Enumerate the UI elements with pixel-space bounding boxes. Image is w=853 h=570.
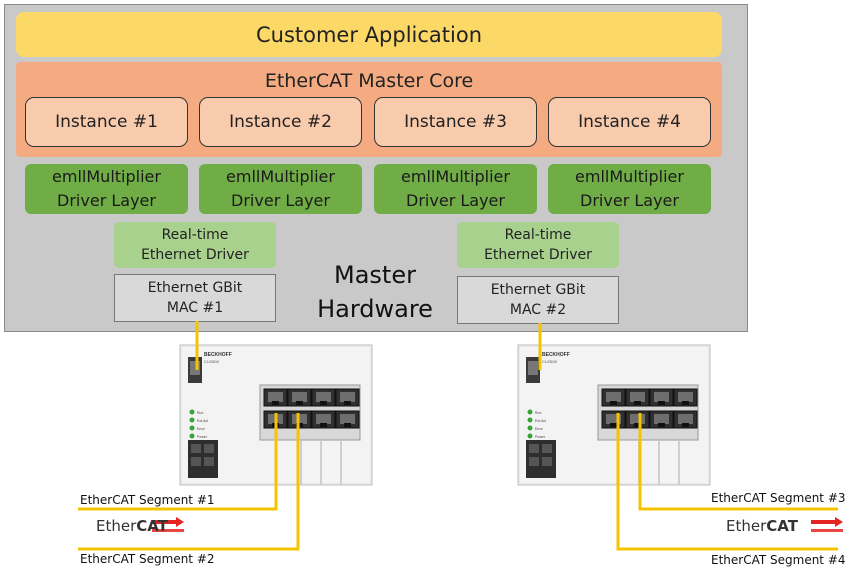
driver-layer-1-block: emllMultiplier Driver Layer xyxy=(25,164,188,214)
switch-2-led-label-ext-act: Ext.Act xyxy=(535,419,546,423)
driver-layer-4-line1: emllMultiplier xyxy=(575,167,684,186)
driver-layer-1-line1: emllMultiplier xyxy=(52,167,161,186)
driver-layer-4-line2: Driver Layer xyxy=(580,191,679,210)
switch-2-led-label-power: Power xyxy=(535,435,546,439)
mac-1-line2: MAC #1 xyxy=(166,300,224,316)
switch-1-run-led xyxy=(189,409,195,415)
mac-2-line2: MAC #2 xyxy=(509,302,567,318)
switch-1-model: CU2508 xyxy=(204,359,219,364)
realtime-driver-2-line1: Real-time xyxy=(504,227,572,243)
switch-1-ext-act-led xyxy=(189,417,195,423)
ethercat-logo-1: EtherCAT xyxy=(96,517,168,535)
realtime-driver-1-line2: Ethernet Driver xyxy=(141,247,249,263)
mac-2-block: Ethernet GBit MAC #2 xyxy=(457,276,619,324)
switch-1-led-label-power: Power xyxy=(197,435,208,439)
segment-3-label: EtherCAT Segment #3 xyxy=(711,491,846,505)
ethercat-logo-1-text: Ether xyxy=(96,517,137,535)
realtime-driver-1-line1: Real-time xyxy=(161,227,229,243)
segment-1-label: EtherCAT Segment #1 xyxy=(80,493,215,507)
driver-layer-3-line1: emllMultiplier xyxy=(401,167,510,186)
segment-2-label: EtherCAT Segment #2 xyxy=(80,552,215,566)
switch-2-power-led xyxy=(527,433,533,439)
realtime-driver-2-block: Real-time Ethernet Driver xyxy=(457,222,619,268)
switch-2-led-label-run: Run xyxy=(535,411,541,415)
mac-1-block: Ethernet GBit MAC #1 xyxy=(114,274,276,322)
switch-1-led-label-ext-act: Ext.Act xyxy=(197,419,208,423)
segment-2-cable xyxy=(78,413,300,551)
ethercat-switch-2 xyxy=(518,345,710,485)
master-core-title: EtherCAT Master Core xyxy=(264,70,474,92)
switch-2-error-led xyxy=(527,425,533,431)
switch-1-brand: BECKHOFF xyxy=(204,352,232,358)
driver-layer-2-line1: emllMultiplier xyxy=(226,167,335,186)
switch-2-brand: BECKHOFF xyxy=(542,352,570,358)
master-hardware-line2: Hardware xyxy=(317,295,433,323)
driver-layer-2-line2: Driver Layer xyxy=(231,191,330,210)
instance-3-block: Instance #3 xyxy=(374,97,537,147)
switch-2-status-leds: Run Ext.Act Error Power xyxy=(527,409,546,439)
driver-layer-1-line2: Driver Layer xyxy=(57,191,156,210)
driver-layer-3-line2: Driver Layer xyxy=(406,191,505,210)
realtime-driver-1-block: Real-time Ethernet Driver xyxy=(114,222,276,268)
driver-layer-2-block: emllMultiplier Driver Layer xyxy=(199,164,362,214)
switch-2-led-label-error: Error xyxy=(535,427,544,431)
switch-2-model: CU2508 xyxy=(542,359,557,364)
segment-4-label: EtherCAT Segment #4 xyxy=(711,553,846,567)
switch-1-power-led xyxy=(189,433,195,439)
segment-3-cable xyxy=(638,413,838,511)
mac-2-line1: Ethernet GBit xyxy=(490,282,586,298)
ethercat-logo-2: EtherCAT xyxy=(726,517,798,535)
customer-application-block: Customer Application xyxy=(16,12,722,57)
instance-1-block: Instance #1 xyxy=(25,97,188,147)
segment-1-cable xyxy=(78,413,278,511)
ethercat-logo-2-arrow-icon xyxy=(811,517,843,532)
switch-1-status-leds: Run Ext.Act Error Power xyxy=(189,409,208,439)
mac-1-line1: Ethernet GBit xyxy=(147,280,243,296)
master-hardware-line1: Master xyxy=(334,261,416,289)
switch-1-error-led xyxy=(189,425,195,431)
driver-layer-4-block: emllMultiplier Driver Layer xyxy=(548,164,711,214)
ethercat-logo-1-arrow-icon xyxy=(152,517,184,532)
switch-1-led-label-run: Run xyxy=(197,411,203,415)
master-hardware-label: Master Hardware xyxy=(300,258,450,326)
segment-4-cable xyxy=(616,413,838,551)
switch-1-led-label-error: Error xyxy=(197,427,206,431)
ethercat-logo-1-text-bold: CAT xyxy=(136,517,168,535)
ethercat-logo-2-text-bold: CAT xyxy=(766,517,798,535)
switch-2-ext-act-led xyxy=(527,417,533,423)
ethercat-logo-2-text: Ether xyxy=(726,517,767,535)
instance-4-block: Instance #4 xyxy=(548,97,711,147)
switch-2-run-led xyxy=(527,409,533,415)
instance-2-block: Instance #2 xyxy=(199,97,362,147)
driver-layer-3-block: emllMultiplier Driver Layer xyxy=(374,164,537,214)
realtime-driver-2-line2: Ethernet Driver xyxy=(484,247,592,263)
